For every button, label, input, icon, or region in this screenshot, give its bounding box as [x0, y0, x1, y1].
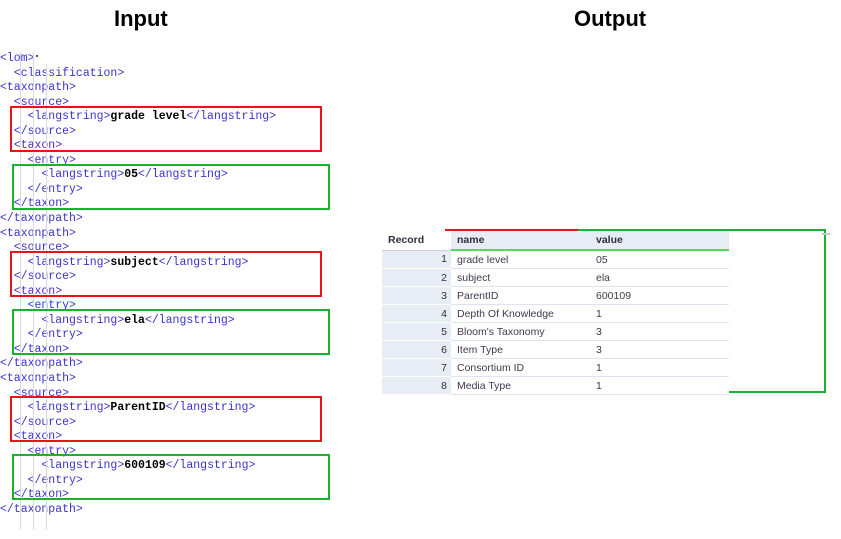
cell-value: ela: [590, 268, 729, 287]
xml-line: <source>: [0, 241, 70, 255]
xml-line: <lom>: [0, 52, 35, 65]
xml-value: 05: [124, 168, 139, 182]
cell-record: 7: [382, 358, 451, 377]
xml-line: <source>: [0, 386, 70, 400]
xml-line: </source>: [0, 124, 76, 138]
cell-name: Consortium ID: [451, 358, 590, 377]
table-edge-tick: [822, 233, 830, 235]
xml-line: <taxon>: [0, 430, 63, 444]
xml-value: subject: [110, 255, 159, 269]
cell-value: 1: [590, 358, 729, 377]
xml-value: ela: [124, 313, 145, 327]
xml-line: </taxonpath>: [0, 212, 83, 226]
page-title-input: Input: [114, 6, 168, 31]
xml-line: <langstring>600109</langstring>: [0, 459, 256, 473]
cell-value: 3: [590, 340, 729, 359]
cell-name: grade level: [451, 250, 590, 269]
xml-line: <entry>: [0, 153, 76, 167]
cell-record: 5: [382, 322, 451, 341]
xml-line: </source>: [0, 415, 76, 429]
xml-line: <taxon>: [0, 284, 63, 298]
cell-name: subject: [451, 268, 590, 287]
xml-line: </taxon>: [0, 342, 70, 356]
xml-line: <entry>: [0, 299, 76, 313]
xml-line: <taxonpath>: [0, 372, 76, 386]
cell-name: ParentID: [451, 286, 590, 305]
cell-value: 1: [590, 304, 729, 323]
cell-value: 1: [590, 376, 729, 395]
xml-source-panel: <lom> <classification><taxonpath> <sourc…: [0, 52, 360, 532]
xml-line: </entry>: [0, 182, 83, 196]
cell-name: Item Type: [451, 340, 590, 359]
xml-line: </entry>: [0, 328, 83, 342]
cell-record: 4: [382, 304, 451, 323]
cell-value: 600109: [590, 286, 729, 305]
xml-line: <langstring>subject</langstring>: [0, 255, 249, 269]
cell-record: 6: [382, 340, 451, 359]
xml-value: grade level: [110, 110, 187, 124]
xml-line: <classification>: [0, 66, 125, 80]
cell-name: Bloom's Taxonomy: [451, 322, 590, 341]
cell-record: 3: [382, 286, 451, 305]
xml-line: </taxon>: [0, 488, 70, 502]
xml-line: <entry>: [0, 444, 76, 458]
cell-value: 05: [590, 250, 729, 269]
column-header-value[interactable]: value: [590, 231, 729, 251]
xml-line: <langstring>05</langstring>: [0, 168, 228, 182]
page-title-output: Output: [574, 6, 647, 31]
cell-record: 8: [382, 376, 451, 395]
xml-line: <taxon>: [0, 139, 63, 153]
xml-line: <source>: [0, 95, 70, 109]
cell-record: 1: [382, 250, 451, 269]
xml-value: ParentID: [110, 401, 166, 415]
cell-name: Media Type: [451, 376, 590, 395]
stray-dot-artifact: [36, 55, 38, 57]
column-header-name[interactable]: name: [451, 231, 590, 251]
xml-value: 600109: [124, 459, 166, 473]
xml-line: </entry>: [0, 473, 83, 487]
indent-guide: [46, 64, 47, 530]
xml-line: </taxonpath>: [0, 502, 83, 516]
column-header-record[interactable]: Record: [382, 231, 451, 251]
cell-value: 3: [590, 322, 729, 341]
xml-line: </taxonpath>: [0, 357, 83, 371]
xml-line: <taxonpath>: [0, 81, 76, 95]
xml-line: <langstring>ParentID</langstring>: [0, 401, 256, 415]
xml-line: <langstring>grade level</langstring>: [0, 110, 277, 124]
xml-line: </source>: [0, 270, 76, 284]
indent-guide: [33, 52, 34, 530]
cell-name: Depth Of Knowledge: [451, 304, 590, 323]
cell-record: 2: [382, 268, 451, 287]
xml-line: <langstring>ela</langstring>: [0, 313, 235, 327]
indent-guide: [20, 52, 21, 530]
xml-line: </taxon>: [0, 197, 70, 211]
xml-line: <taxonpath>: [0, 226, 76, 240]
table-header-row: Record name value: [382, 231, 729, 251]
